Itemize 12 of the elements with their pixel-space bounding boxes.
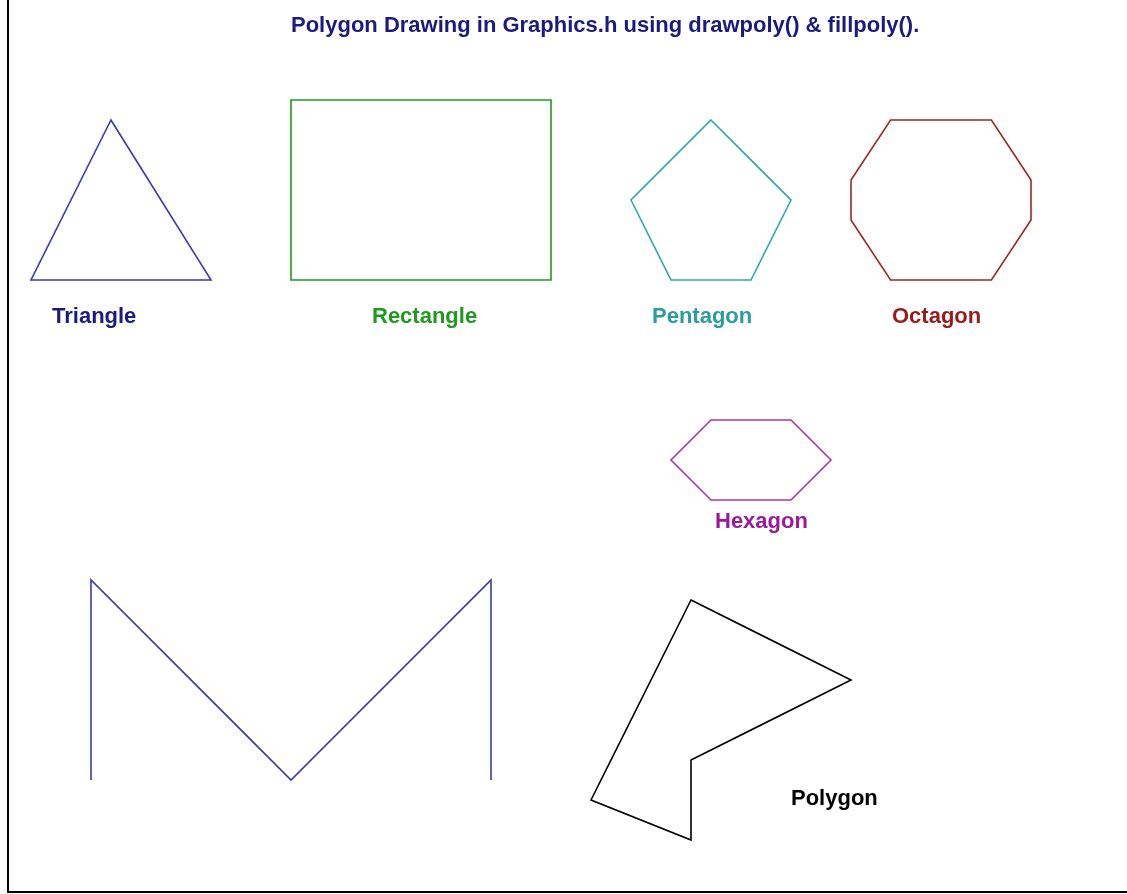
title: Polygon Drawing in Graphics.h using drawpoly() & fillpoly(). [291, 12, 920, 38]
octagon-shape [850, 119, 1032, 281]
hexagon-shape [669, 419, 833, 501]
triangle-shape [29, 118, 213, 281]
shape-label: Octagon [892, 303, 982, 329]
pentagon-shape [630, 118, 792, 281]
shape-label: Pentagon [652, 303, 753, 329]
rectangle-shape [290, 99, 552, 281]
shape-label: Hexagon [715, 508, 808, 534]
shape-label: Rectangle [372, 303, 478, 329]
shape-label: Triangle [52, 303, 137, 329]
shape-label: Polygon [791, 785, 878, 811]
